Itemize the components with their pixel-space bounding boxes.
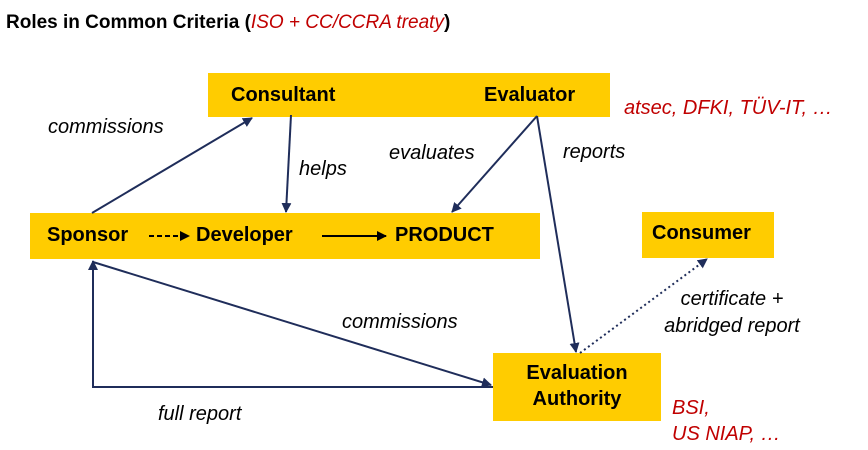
evaluation-authority-label: Evaluation Authority — [493, 360, 661, 412]
evaluation-authority-line1: Evaluation — [526, 362, 628, 384]
evaluates-label: evaluates — [389, 142, 475, 164]
consultant-evaluator-box — [208, 73, 610, 117]
edge-authority-full-report-sponsor — [88, 260, 493, 388]
edge-sponsor-to-consultant — [91, 117, 253, 214]
edge-evaluator-reports-authority — [536, 115, 580, 353]
evaluation-authority-box — [493, 353, 661, 421]
commissions-authority-label: commissions — [342, 311, 458, 333]
certificate-label-line1: certificate + — [680, 288, 784, 310]
sponsor-developer-product-box — [30, 213, 540, 259]
full-report-label: full report — [158, 403, 242, 425]
evaluators-annotation: atsec, DFKI, TÜV-IT, … — [624, 97, 833, 119]
helps-label: helps — [299, 158, 347, 180]
authorities-annotation: BSI, US NIAP, … — [672, 395, 781, 447]
developer-label: Developer — [196, 224, 293, 246]
edge-consultant-helps-developer — [281, 114, 292, 213]
evaluator-label: Evaluator — [484, 84, 576, 106]
authorities-annotation-line1: BSI, — [672, 397, 710, 419]
edge-evaluator-evaluates-product — [451, 115, 538, 213]
title-accent: ISO + CC/CCRA treaty — [250, 12, 444, 33]
consumer-label: Consumer — [652, 222, 751, 244]
sponsor-label: Sponsor — [47, 224, 129, 246]
reports-label: reports — [563, 141, 626, 163]
title-close: ) — [443, 12, 451, 33]
commissions-consultant-label: commissions — [48, 116, 164, 138]
edge-sponsor-commissions-authority — [92, 261, 492, 388]
consultant-label: Consultant — [231, 84, 336, 106]
page-title: Roles in Common Criteria (ISO + CC/CCRA … — [6, 12, 450, 34]
evaluation-authority-line2: Authority — [532, 388, 622, 410]
product-label: PRODUCT — [395, 224, 494, 246]
certificate-label-line2: abridged report — [664, 315, 800, 337]
authorities-annotation-line2: US NIAP, … — [672, 423, 781, 445]
consumer-box — [642, 212, 774, 258]
title-main: Roles in Common Criteria ( — [6, 12, 251, 33]
certificate-label: certificate + abridged report — [648, 286, 816, 340]
edge-authority-certificate-consumer — [579, 258, 708, 354]
